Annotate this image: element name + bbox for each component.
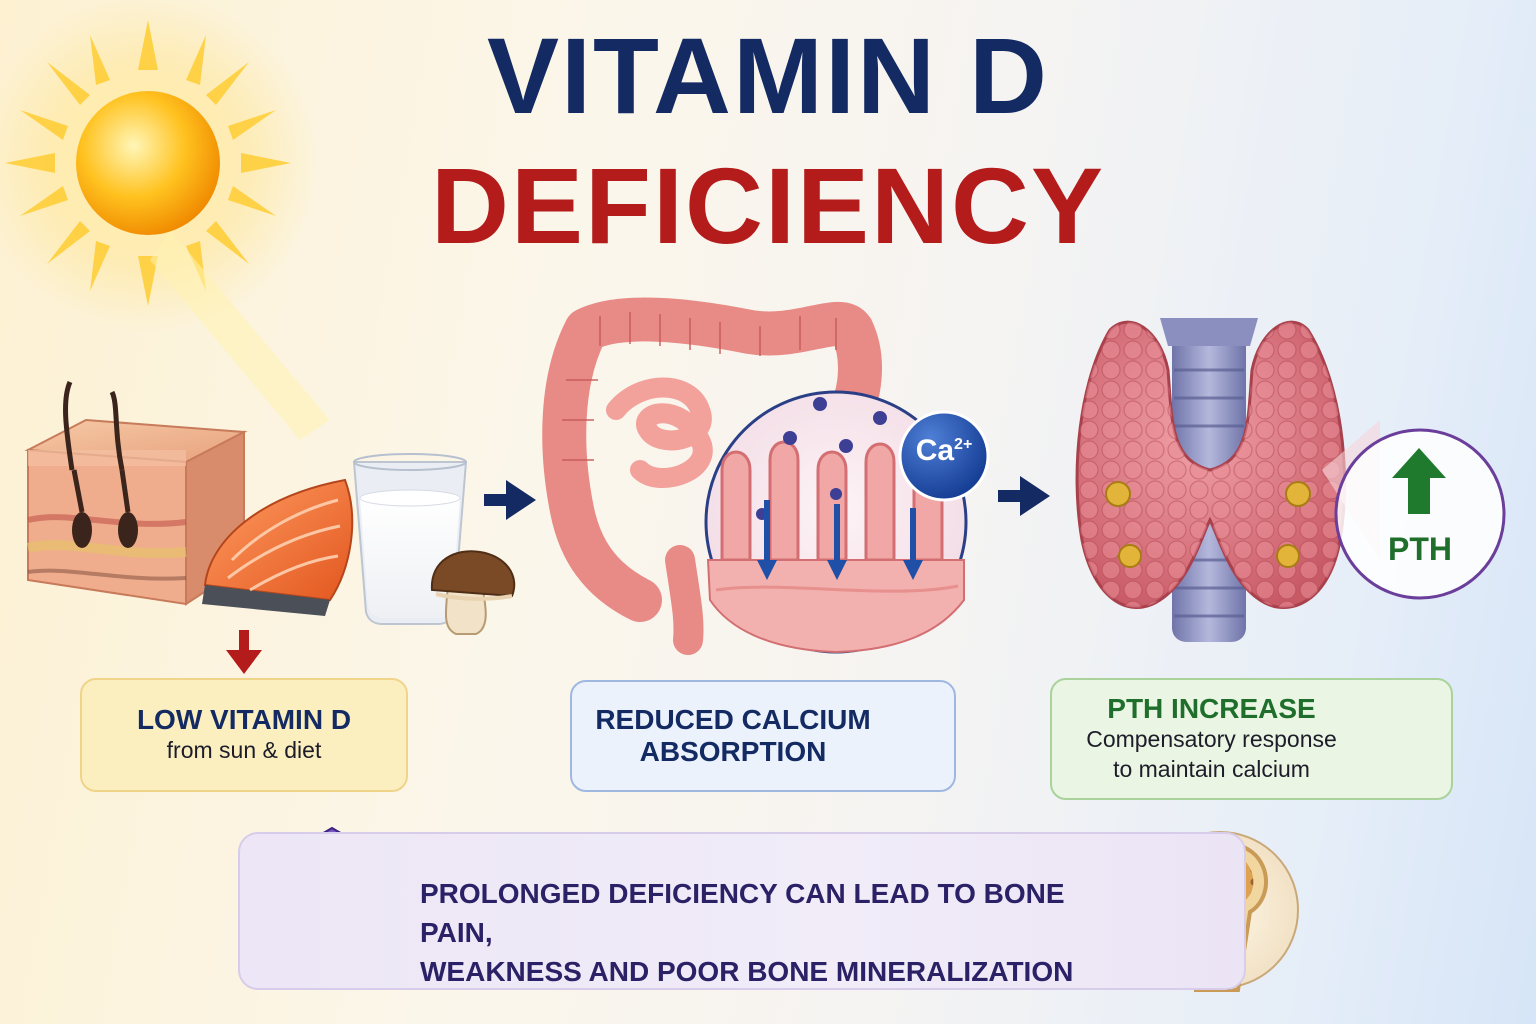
arrow-right-icon (484, 480, 536, 520)
consequence-text-line2: WEAKNESS AND POOR BONE MINERALIZATION (420, 956, 1074, 988)
pth-callout-icon (1322, 420, 1506, 600)
title-vitamin-d: VITAMIN D (487, 15, 1049, 136)
reduced-absorption-card: REDUCED CALCIUM ABSORPTION (570, 680, 956, 792)
reduced-absorption-heading-line1: REDUCED CALCIUM (595, 703, 871, 735)
consequence-text: PROLONGED DEFICIENCY CAN LEAD TO BONE PA… (420, 874, 1140, 992)
skin-layer-icon (24, 380, 248, 606)
red-down-arrow-icon (226, 630, 262, 674)
calcium-ion-icon (898, 410, 990, 502)
salmon-icon (202, 478, 354, 616)
low-vitamin-d-subtext: from sun & diet (166, 737, 322, 764)
pth-increase-card: PTH INCREASE Compensatory response to ma… (1050, 678, 1453, 800)
reduced-absorption-heading-line2: ABSORPTION (639, 736, 827, 767)
calcium-symbol: Ca (915, 434, 955, 467)
mushroom-icon (430, 550, 516, 635)
calcium-charge: 2+ (954, 436, 973, 453)
pth-increase-heading: PTH INCREASE (1107, 693, 1316, 725)
title-deficiency: DEFICIENCY (430, 145, 1106, 266)
low-vitamin-d-heading: LOW VITAMIN D (136, 703, 352, 735)
intestinal-villi-icon (704, 390, 968, 654)
low-vitamin-d-card: LOW VITAMIN D from sun & diet (80, 678, 408, 792)
arrow-right-icon (998, 476, 1050, 516)
calcium-ion-label: Ca2+ (904, 436, 984, 466)
pth-callout-label: PTH (1388, 531, 1452, 567)
consequence-banner (238, 832, 1246, 990)
intestine-icon (542, 297, 882, 655)
pth-increase-subtext-line1: Compensatory response (1086, 726, 1337, 753)
thyroid-parathyroid-icon (1075, 318, 1347, 642)
sun-icon (0, 0, 330, 440)
consequence-text-line1: PROLONGED DEFICIENCY CAN LEAD TO BONE PA… (420, 878, 1065, 949)
pth-increase-subtext-line2: to maintain calcium (1113, 756, 1310, 783)
